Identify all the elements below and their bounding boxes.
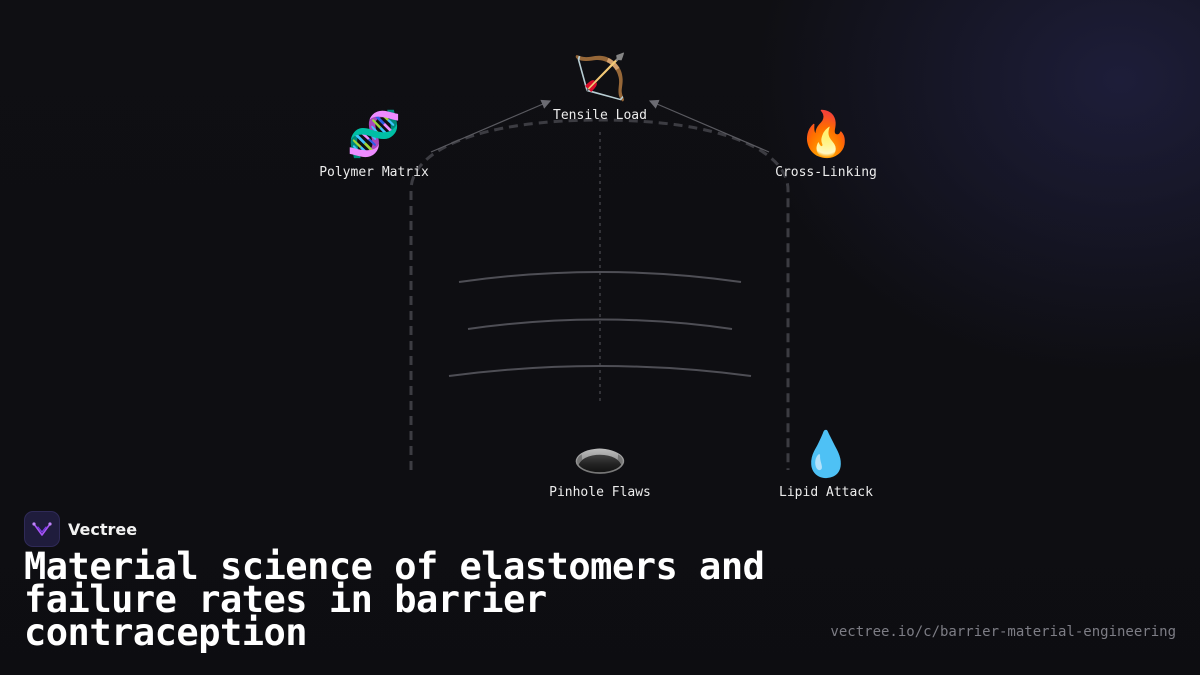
node-label: Tensile Load bbox=[553, 108, 647, 123]
node-label: Pinhole Flaws bbox=[549, 485, 651, 500]
vectree-logo-icon bbox=[24, 511, 60, 547]
stress-curve-1 bbox=[458, 271, 742, 283]
page-url[interactable]: vectree.io/c/barrier-material-engineerin… bbox=[830, 624, 1176, 640]
node-label: Cross-Linking bbox=[775, 165, 877, 180]
arrow-crosslink-to-tensile bbox=[648, 99, 770, 153]
node-tensile-load: 🏹 Tensile Load bbox=[500, 50, 700, 123]
droplet-icon: 💧 bbox=[798, 429, 854, 480]
node-cross-linking: 🔥 Cross-Linking bbox=[726, 107, 926, 180]
page-title: Material science of elastomers and failu… bbox=[24, 545, 765, 654]
dome-outline bbox=[409, 118, 790, 470]
fire-icon: 🔥 bbox=[798, 109, 854, 160]
node-pinhole-flaws: 🕳️ Pinhole Flaws bbox=[500, 427, 700, 500]
brand-name: Vectree bbox=[68, 519, 138, 539]
dna-icon: 🧬 bbox=[346, 109, 402, 160]
node-label: Lipid Attack bbox=[779, 485, 873, 500]
hole-icon: 🕳️ bbox=[572, 429, 628, 480]
node-polymer-matrix: 🧬 Polymer Matrix bbox=[274, 107, 474, 180]
stress-curve-3 bbox=[448, 365, 752, 377]
node-lipid-attack: 💧 Lipid Attack bbox=[726, 427, 926, 500]
stress-curve-2 bbox=[467, 318, 733, 330]
node-label: Polymer Matrix bbox=[319, 165, 429, 180]
bow-and-arrow-icon: 🏹 bbox=[572, 52, 628, 103]
arrow-polymer-to-tensile bbox=[430, 99, 552, 153]
brand[interactable]: Vectree bbox=[24, 511, 138, 547]
